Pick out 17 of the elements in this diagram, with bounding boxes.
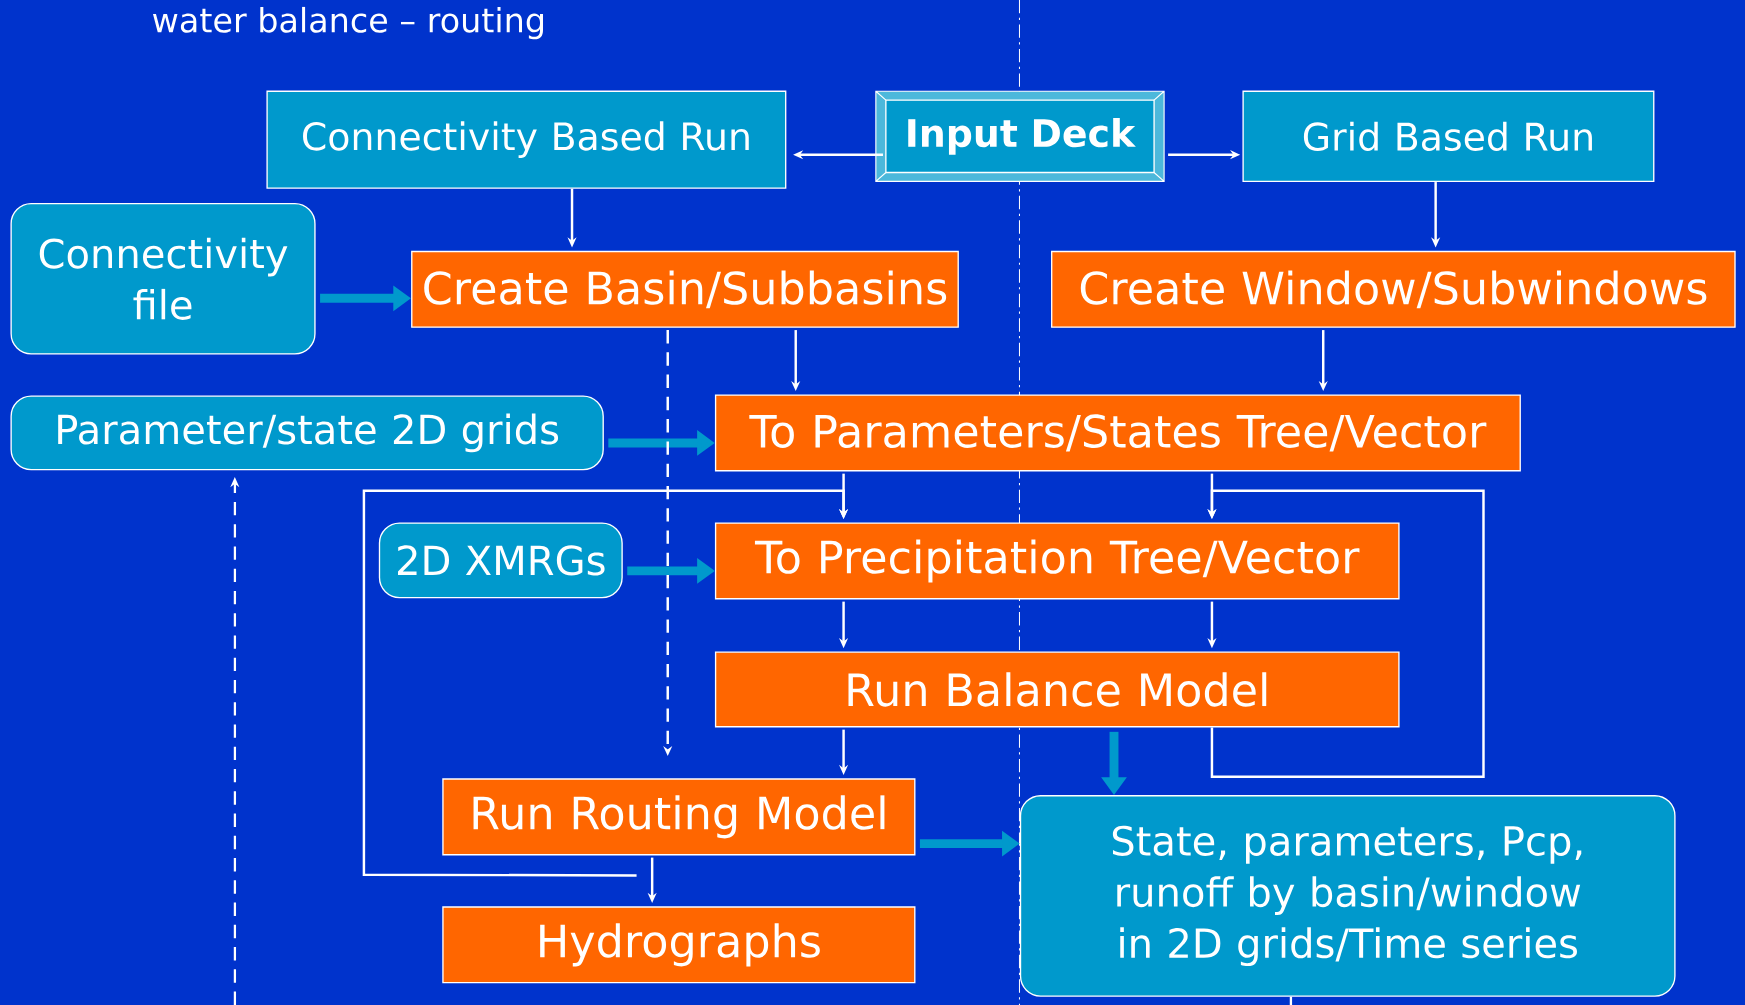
process-box: To Precipitation Tree/Vector	[714, 522, 1400, 600]
process-box: Run Balance Model	[714, 651, 1400, 728]
process-box: Connectivity Based Run	[266, 90, 787, 189]
process-box: To Parameters/States Tree/Vector	[714, 394, 1521, 472]
line	[1289, 996, 1293, 1005]
data-box: Connectivity file	[10, 203, 316, 355]
process-box: Grid Based Run	[1242, 90, 1655, 183]
data-box: State, parameters, Pcp, runoff by basin/window in 2D grids/Time series	[1019, 795, 1676, 997]
process-box: Run Routing Model	[442, 778, 916, 856]
arrow	[362, 489, 849, 877]
data-box: Parameter/state 2D grids	[10, 395, 604, 471]
data-box: 2D XMRGs	[378, 522, 623, 599]
process-box: Create Window/Subwindows	[1051, 250, 1736, 328]
input-deck-box: Input Deck	[875, 90, 1165, 182]
process-box: Create Basin/Subbasins	[411, 250, 959, 328]
heading-text: water balance – routing	[152, 6, 543, 40]
process-box: Hydrographs	[442, 906, 916, 984]
